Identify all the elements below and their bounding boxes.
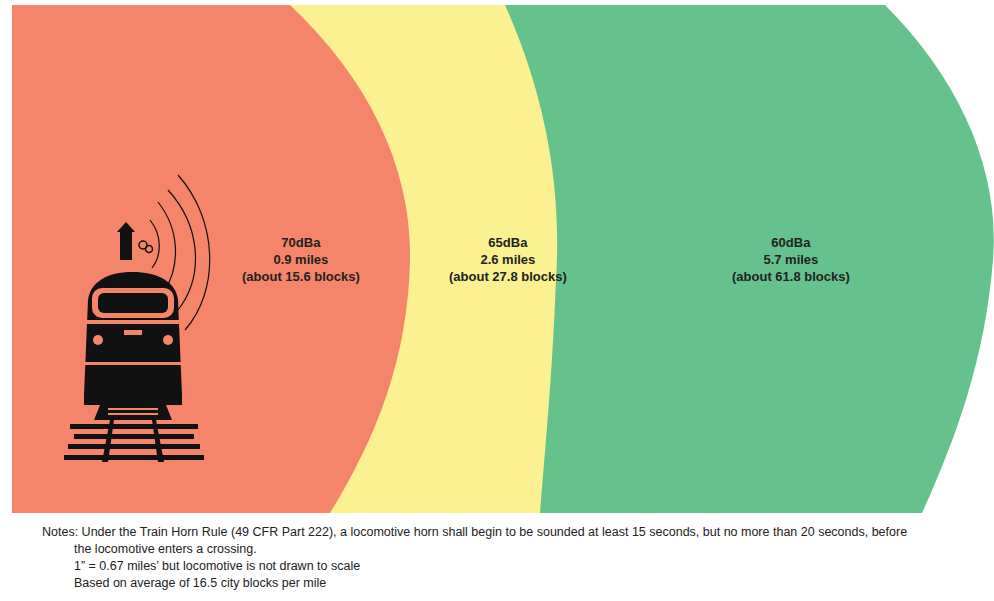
decibel-level: 60dBa <box>732 234 850 251</box>
distance: 2.6 miles <box>449 251 567 268</box>
noise-band: 70dBa0.9 miles(about 15.6 blocks) <box>242 234 360 285</box>
distance: 5.7 miles <box>732 251 850 268</box>
green-band <box>12 5 994 513</box>
noise-band: 60dBa5.7 miles(about 61.8 blocks) <box>732 234 850 285</box>
decibel-level: 65dBa <box>449 234 567 251</box>
block-count: (about 61.8 blocks) <box>732 268 850 285</box>
block-count: (about 15.6 blocks) <box>242 268 360 285</box>
yellow-band <box>12 5 557 513</box>
orange-band <box>12 5 410 513</box>
decibel-level: 70dBa <box>242 234 360 251</box>
block-count: (about 27.8 blocks) <box>449 268 567 285</box>
locomotive-icon <box>64 175 210 462</box>
note-text: Notes: Under the Train Horn Rule (49 CFR… <box>42 524 912 558</box>
note-text: 1” = 0.67 miles’ but locomotive is not d… <box>74 558 934 575</box>
distance: 0.9 miles <box>242 251 360 268</box>
noise-band: 65dBa2.6 miles(about 27.8 blocks) <box>449 234 567 285</box>
note-text: Based on average of 16.5 city blocks per… <box>74 575 934 592</box>
